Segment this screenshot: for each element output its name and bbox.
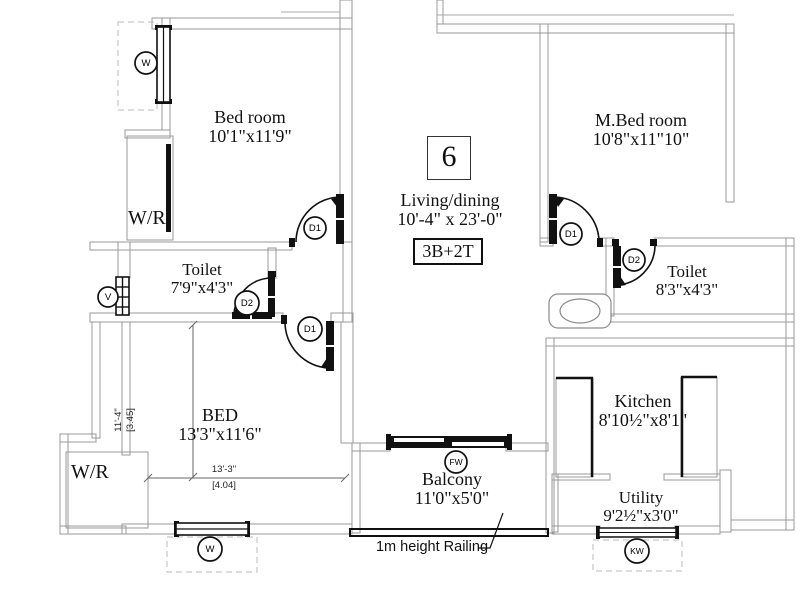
ventilator-marker: V <box>97 286 119 308</box>
bed-label: BED 13'3"x11'6" <box>140 406 300 444</box>
svg-text:V: V <box>105 292 112 303</box>
kitchen-label: Kitchen 8'10½"x8'1" <box>563 392 723 430</box>
svg-text:D1: D1 <box>309 223 321 234</box>
bedroom-dims: 10'1"x11'9" <box>208 126 292 146</box>
wardrobe-label-top: W/R <box>128 207 166 229</box>
door-marker-d1-master-bedroom: D1 <box>559 222 583 246</box>
unit-config-box: 3B+2T <box>413 238 483 265</box>
window-marker-bed: W <box>197 536 223 562</box>
toilet-right-label: Toilet 8'3"x4'3" <box>607 263 767 298</box>
markers: W V D2 D1 D1 D1 D2 FW <box>97 51 650 564</box>
master-bedroom-name: M.Bed room <box>595 110 687 130</box>
french-window-marker: FW <box>444 450 468 474</box>
utility-name: Utility <box>618 488 664 507</box>
door-marker-d2-toilet-left: D2 <box>234 290 260 316</box>
svg-text:W: W <box>206 544 215 555</box>
bed-name: BED <box>202 405 238 425</box>
kitchen-dims: 8'10½"x8'1" <box>598 410 688 430</box>
toilet-left-dims: 7'9"x4'3" <box>170 277 234 297</box>
wardrobe-label-bottom: W/R <box>71 461 109 483</box>
railing-leader-line <box>478 512 504 549</box>
svg-text:D2: D2 <box>241 298 253 309</box>
kitchen-counters <box>555 375 718 478</box>
door-d1-master-bedroom <box>549 194 603 247</box>
utility-label: Utility 9'2½"x3'0" <box>561 489 721 524</box>
dimension-vertical-m: [3.45] <box>125 408 136 432</box>
unit-number-box: 6 <box>427 136 471 180</box>
balcony-label: Balcony 11'0"x5'0" <box>372 470 532 508</box>
living-dims: 10'-4" x 23'-0" <box>397 209 503 229</box>
master-bedroom-dims: 10'8"x11"10" <box>592 129 690 149</box>
svg-text:KW: KW <box>630 546 644 556</box>
bed-dims: 13'3"x11'6" <box>178 424 262 444</box>
balcony-name: Balcony <box>422 469 482 489</box>
toilet-left-label: Toilet 7'9"x4'3" <box>122 261 282 296</box>
balcony-railing <box>349 528 549 537</box>
toilet-right-dims: 8'3"x4'3" <box>655 279 719 299</box>
door-d2-toilet-right <box>612 239 657 288</box>
doors <box>232 194 657 371</box>
window-marker-bedroom: W <box>134 51 158 75</box>
kitchen-name: Kitchen <box>614 391 672 411</box>
bedroom-name: Bed room <box>214 107 286 127</box>
kitchen-window-marker: KW <box>624 538 650 564</box>
door-marker-d1-bedroom: D1 <box>303 216 327 240</box>
toilet-left-name: Toilet <box>182 260 222 279</box>
balcony-dims: 11'0"x5'0" <box>414 488 490 508</box>
living-label: Living/dining 10'-4" x 23'-0" <box>370 191 530 229</box>
wash-basin <box>548 293 612 329</box>
unit-config: 3B+2T <box>422 241 474 261</box>
dimension-horizontal-ft: 13'-3" <box>211 464 237 475</box>
svg-text:FW: FW <box>449 457 462 467</box>
railing-label: 1m height Railing <box>375 539 489 555</box>
svg-text:D1: D1 <box>565 229 577 240</box>
door-marker-d2-toilet-right: D2 <box>622 248 646 272</box>
ventilator-window-icon <box>115 276 130 316</box>
dimension-vertical-ft: 11'-4" <box>113 408 124 432</box>
door-marker-d1-bed: D1 <box>297 316 323 342</box>
bedroom-label: Bed room 10'1"x11'9" <box>170 108 330 146</box>
kitchen-window-icon <box>596 526 679 539</box>
svg-text:D2: D2 <box>628 255 640 266</box>
master-bedroom-label: M.Bed room 10'8"x11"10" <box>561 111 721 149</box>
door-d1-bedroom <box>289 194 344 247</box>
door-d1-bed <box>281 315 334 371</box>
french-window-icon <box>386 434 512 450</box>
svg-text:W: W <box>142 58 151 69</box>
dimension-vertical: 11'-4" [3.45] <box>113 385 139 455</box>
windows <box>115 25 679 539</box>
svg-text:D1: D1 <box>304 324 316 335</box>
living-name: Living/dining <box>400 190 500 210</box>
utility-dims: 9'2½"x3'0" <box>603 505 679 525</box>
unit-number: 6 <box>441 140 457 173</box>
dimension-lines <box>143 320 350 483</box>
bed-window-icon <box>174 521 250 537</box>
toilet-right-name: Toilet <box>667 262 707 281</box>
wardrobe-door-bar <box>166 144 171 232</box>
dimension-horizontal-m: [4.04] <box>212 480 236 491</box>
